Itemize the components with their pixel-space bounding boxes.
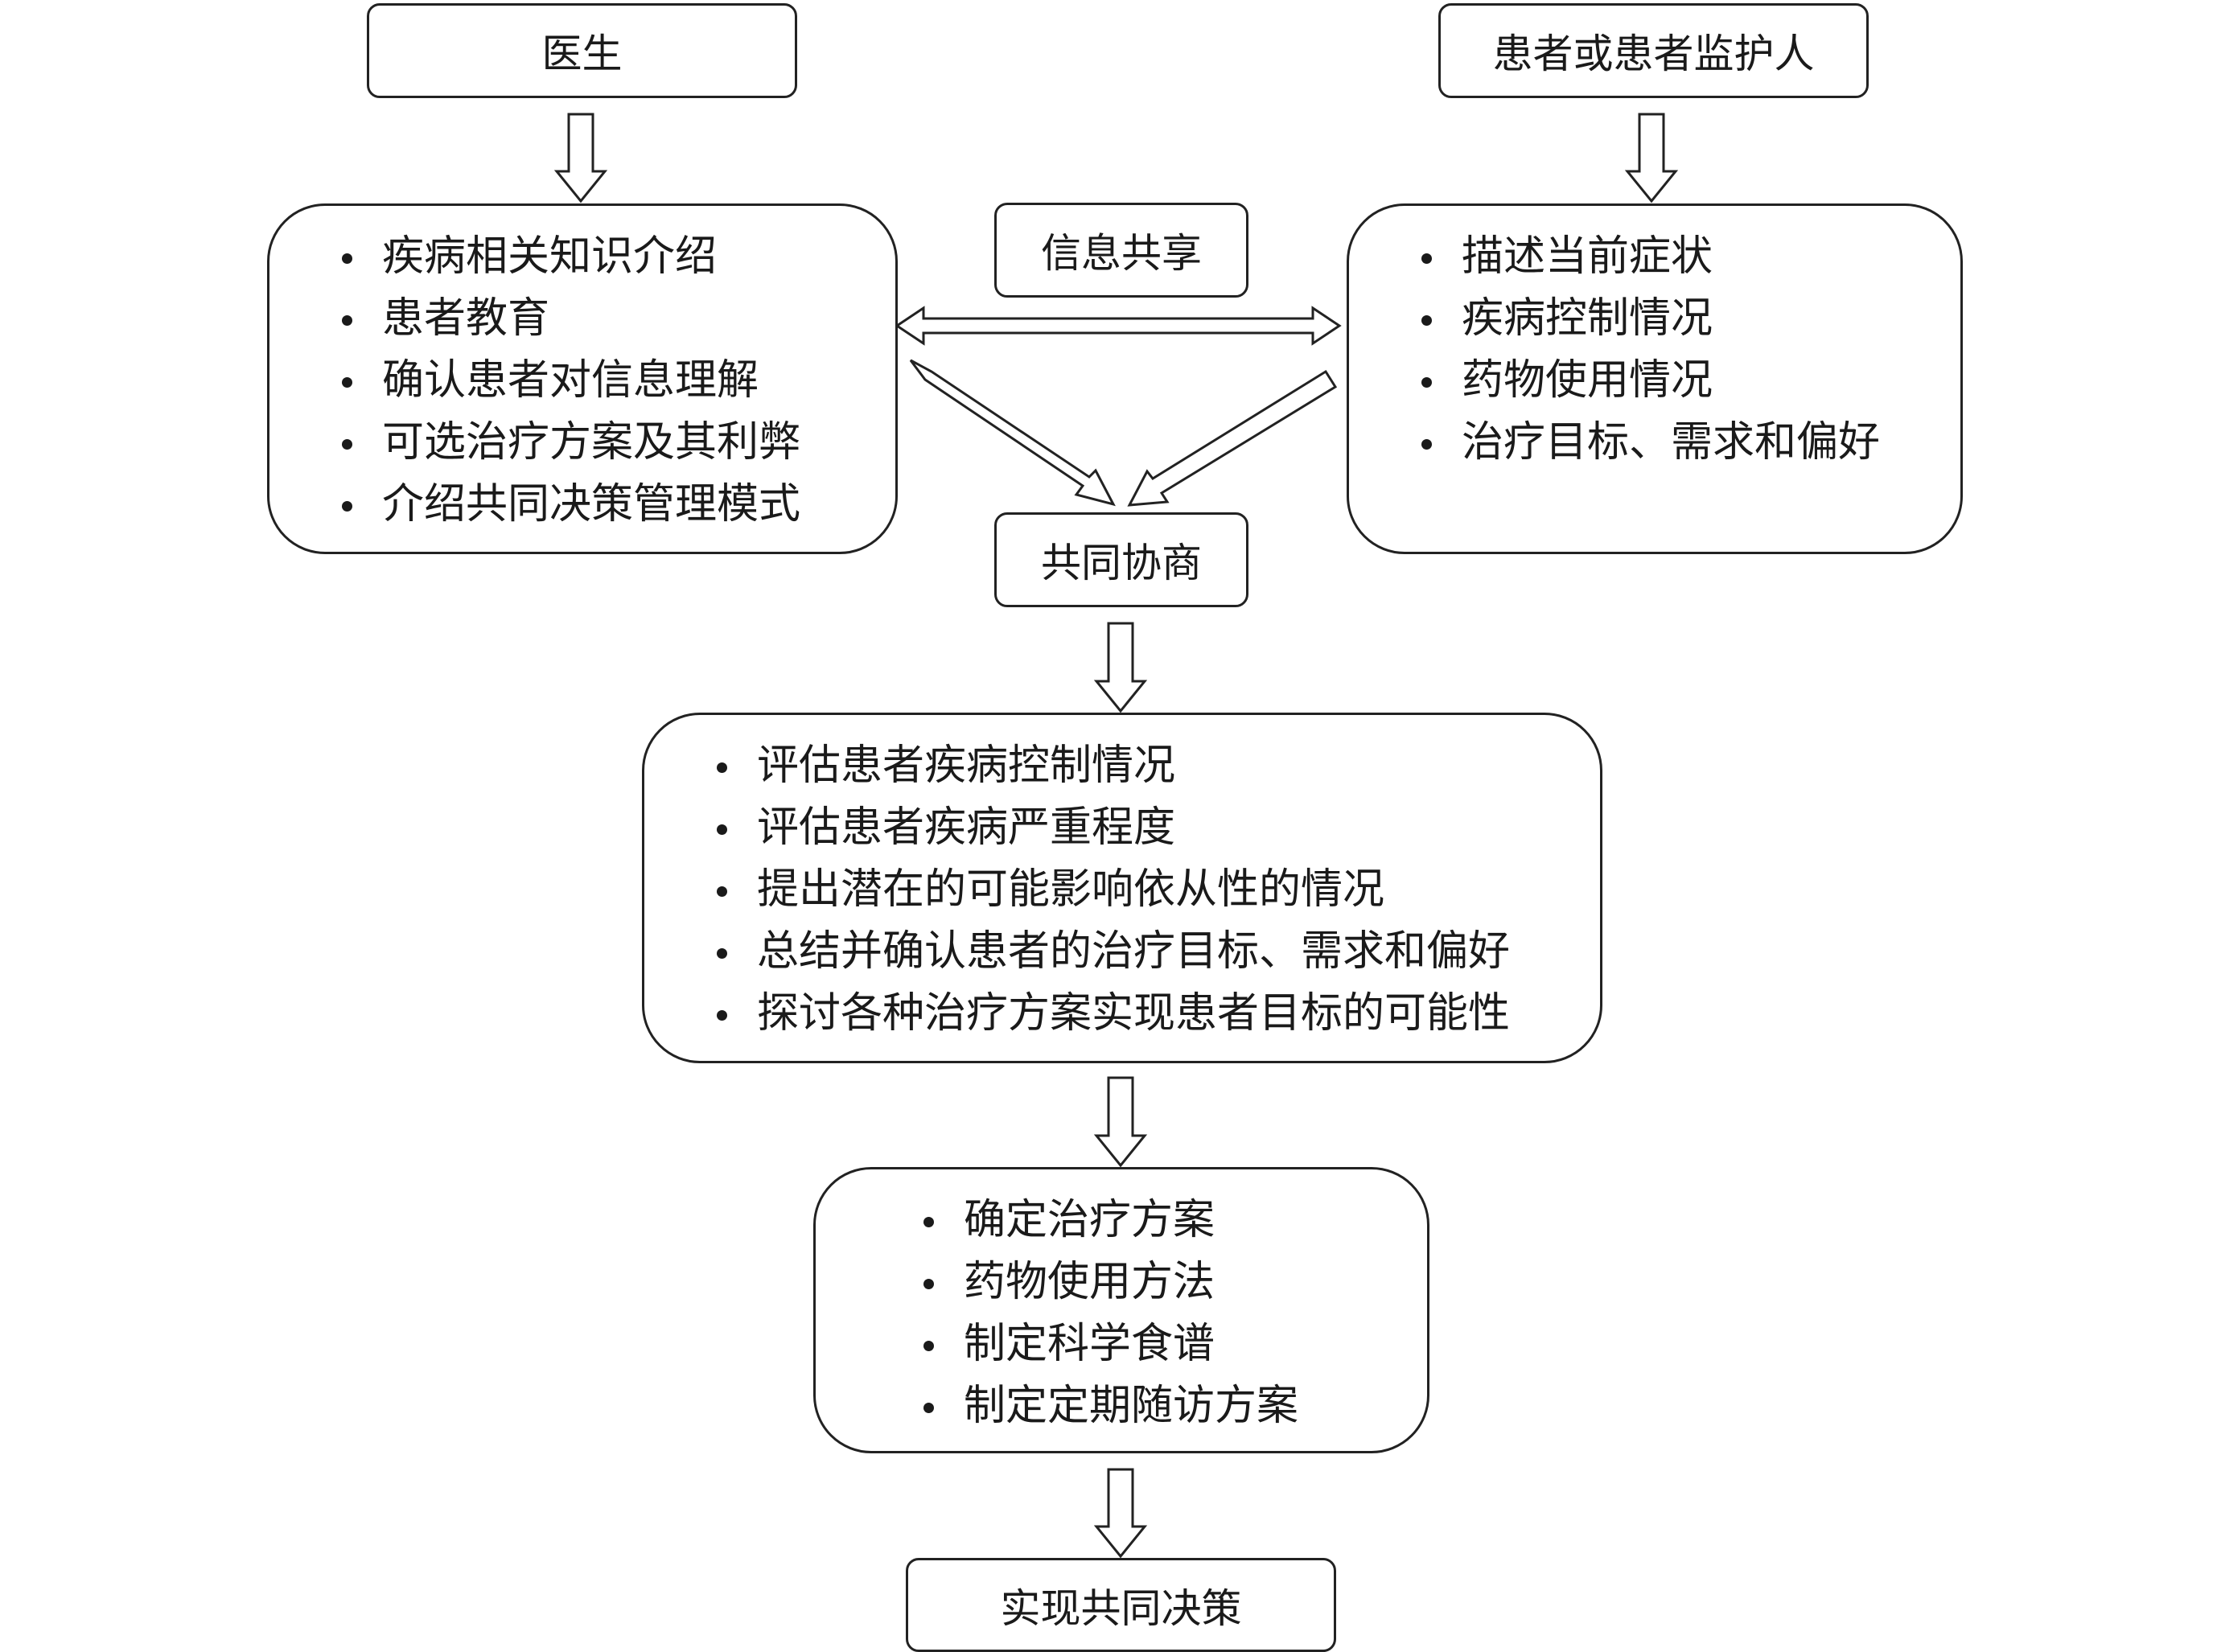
list-item: 评估患者疾病控制情况: [712, 735, 1600, 797]
doctor-label: 医生: [541, 31, 623, 77]
patient-label: 患者或患者监护人: [1492, 31, 1815, 77]
info-share-double-arrow: [895, 306, 1342, 346]
info-share-node: 信息共享: [994, 203, 1248, 298]
info-share-label: 信息共享: [1041, 230, 1202, 277]
list-item: 制定科学食谱: [919, 1313, 1427, 1375]
arrow-patient-down: [1624, 113, 1679, 203]
list-item: 评估患者疾病严重程度: [712, 797, 1600, 859]
arrow-negotiate-down: [1093, 622, 1148, 713]
patient-info-box: 描述当前症状 疾病控制情况 药物使用情况 治疗目标、需求和偏好: [1347, 203, 1963, 554]
doctor-info-box: 疾病相关知识介绍 患者教育 确认患者对信息理解 可选治疗方案及其利弊 介绍共同决…: [267, 203, 898, 554]
list-item: 患者教育: [337, 288, 895, 350]
plan-box: 确定治疗方案 药物使用方法 制定科学食谱 制定定期随访方案: [813, 1167, 1429, 1453]
list-item: 药物使用情况: [1417, 350, 1960, 412]
arrow-doctor-down: [553, 113, 608, 203]
assessment-box: 评估患者疾病控制情况 评估患者疾病严重程度 提出潜在的可能影响依从性的情况 总结…: [642, 713, 1602, 1063]
list-item: 提出潜在的可能影响依从性的情况: [712, 859, 1600, 921]
final-decision-label: 实现共同决策: [1000, 1584, 1242, 1632]
plan-list: 确定治疗方案 药物使用方法 制定科学食谱 制定定期随访方案: [919, 1190, 1427, 1437]
doctor-info-list: 疾病相关知识介绍 患者教育 确认患者对信息理解 可选治疗方案及其利弊 介绍共同决…: [337, 226, 895, 536]
list-item: 确定治疗方案: [919, 1190, 1427, 1251]
co-negotiate-label: 共同协商: [1041, 540, 1202, 586]
assessment-list: 评估患者疾病控制情况 评估患者疾病严重程度 提出潜在的可能影响依从性的情况 总结…: [712, 735, 1600, 1045]
list-item: 药物使用方法: [919, 1251, 1427, 1313]
list-item: 疾病相关知识介绍: [337, 226, 895, 288]
doctor-node: 医生: [367, 3, 797, 98]
list-item: 制定定期随访方案: [919, 1375, 1427, 1437]
co-negotiate-node: 共同协商: [994, 512, 1248, 607]
list-item: 可选治疗方案及其利弊: [337, 412, 895, 474]
list-item: 描述当前症状: [1417, 226, 1960, 288]
list-item: 疾病控制情况: [1417, 288, 1960, 350]
arrow-doctor-to-negotiate: [909, 359, 1116, 507]
patient-node: 患者或患者监护人: [1438, 3, 1869, 98]
arrow-assess-down: [1093, 1076, 1148, 1168]
list-item: 确认患者对信息理解: [337, 350, 895, 412]
list-item: 总结并确认患者的治疗目标、需求和偏好: [712, 921, 1600, 983]
list-item: 治疗目标、需求和偏好: [1417, 412, 1960, 474]
arrow-patient-to-negotiate: [1127, 369, 1338, 507]
list-item: 探讨各种治疗方案实现患者目标的可能性: [712, 983, 1600, 1045]
list-item: 介绍共同决策管理模式: [337, 474, 895, 536]
arrow-plan-down: [1093, 1468, 1148, 1559]
patient-info-list: 描述当前症状 疾病控制情况 药物使用情况 治疗目标、需求和偏好: [1417, 226, 1960, 474]
final-decision-node: 实现共同决策: [906, 1558, 1336, 1652]
